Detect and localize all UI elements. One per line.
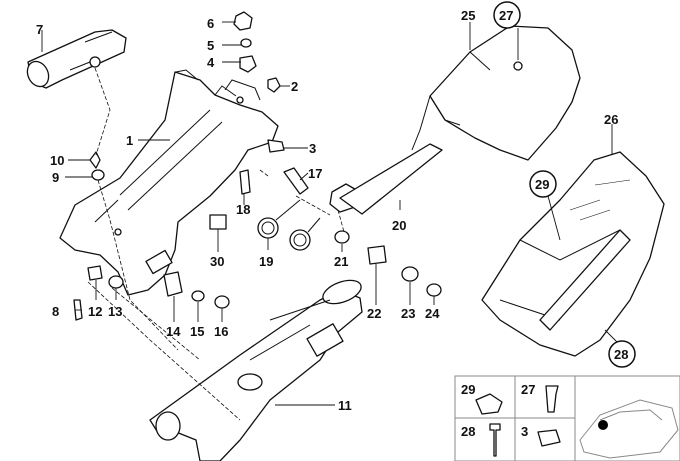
part-13-nut <box>108 275 124 289</box>
part-3-screw <box>267 139 285 153</box>
legend-label-3: 3 <box>521 424 528 439</box>
callout-13: 13 <box>108 304 122 319</box>
part-7-lever <box>26 29 127 89</box>
callout-24: 24 <box>425 306 440 321</box>
legend-clip-29 <box>475 393 503 415</box>
part-25-shroud <box>411 25 581 161</box>
callout-3: 3 <box>309 141 316 156</box>
callout-12: 12 <box>88 304 102 319</box>
part-11-column-tube <box>149 279 363 461</box>
callout-16: 16 <box>214 324 228 339</box>
legend-inset: 29 27 28 3 <box>454 375 680 461</box>
callout-30: 30 <box>210 254 224 269</box>
part-6-clip <box>233 11 253 31</box>
callout-8: 8 <box>52 304 59 319</box>
part-23-washer <box>401 266 419 282</box>
callout-1: 1 <box>126 133 133 148</box>
part-14-clamp <box>163 271 183 297</box>
locator-dot <box>598 420 608 430</box>
callout-18: 18 <box>236 202 250 217</box>
legend-screw-28 <box>489 423 501 457</box>
legend-nut-3 <box>537 429 561 447</box>
callout-14: 14 <box>166 324 181 339</box>
part-21-nut <box>334 230 350 244</box>
part-22-bushing <box>367 245 387 265</box>
callout-11: 11 <box>338 398 352 413</box>
callout-15: 15 <box>190 324 204 339</box>
part-17-bolt <box>283 167 309 195</box>
part-2-nut <box>267 77 281 93</box>
callout-23: 23 <box>401 306 415 321</box>
hardware-middle <box>209 167 361 251</box>
callout-19: 19 <box>259 254 273 269</box>
part-5-nut <box>240 38 252 48</box>
circled-callout-27: 27 <box>493 1 521 29</box>
circled-callout-29: 29 <box>529 170 557 198</box>
legend-label-27: 27 <box>521 382 535 397</box>
svg-text:28: 28 <box>614 347 628 362</box>
leader-lines <box>41 21 621 406</box>
callout-7: 7 <box>36 22 43 37</box>
callout-22: 22 <box>367 306 381 321</box>
legend-screw-27 <box>545 385 559 413</box>
callout-21: 21 <box>334 254 348 269</box>
callout-4: 4 <box>207 55 215 70</box>
car-locator-icon <box>579 399 679 459</box>
circled-callout-28: 28 <box>608 340 636 368</box>
part-30-pad <box>209 214 227 230</box>
part-19-spring <box>257 199 321 251</box>
part-24-nut <box>426 283 442 297</box>
callout-26: 26 <box>604 112 618 127</box>
callout-labels: 7 6 5 4 2 3 1 10 9 17 18 20 30 19 21 8 1… <box>36 8 618 413</box>
callout-6: 6 <box>207 16 214 31</box>
part-12-screw <box>87 265 103 281</box>
legend-label-28: 28 <box>461 424 475 439</box>
callout-9: 9 <box>52 170 59 185</box>
callout-17: 17 <box>308 166 322 181</box>
callout-2: 2 <box>291 79 298 94</box>
part-9-nut <box>91 169 105 181</box>
legend-label-29: 29 <box>461 382 475 397</box>
part-15-washer <box>191 290 205 302</box>
part-18-clip <box>239 169 251 195</box>
callout-10: 10 <box>50 153 64 168</box>
callout-25: 25 <box>461 8 475 23</box>
part-4-nut <box>239 55 257 73</box>
part-10-washer <box>89 151 101 169</box>
part-16-nut <box>214 295 230 309</box>
assembly-lines <box>87 67 345 421</box>
part-26-lower-shroud <box>481 151 665 357</box>
hardware-right <box>367 245 442 297</box>
part-20-strip <box>339 143 443 215</box>
callout-5: 5 <box>207 38 214 53</box>
svg-text:29: 29 <box>535 177 549 192</box>
callout-20: 20 <box>392 218 406 233</box>
svg-text:27: 27 <box>499 8 513 23</box>
